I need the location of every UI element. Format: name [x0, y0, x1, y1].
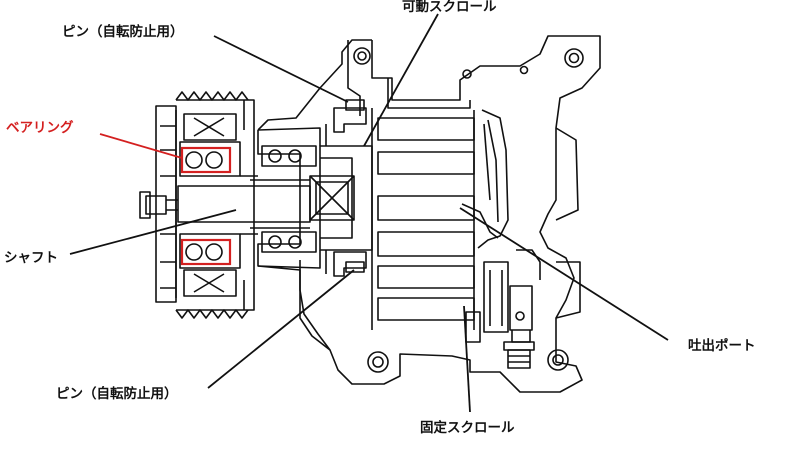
movable-scroll-base [309, 99, 373, 277]
leader-movable-scroll [363, 13, 439, 147]
bottom-right-bolt-hole [547, 349, 569, 371]
label-pin-bottom: ピン（自転防止用） [56, 386, 178, 402]
leader-pin-bottom [207, 269, 355, 389]
bottom-left-bolt-hole [367, 351, 389, 373]
pulley-grooves-bottom [175, 309, 249, 319]
label-fixed-scroll: 固定スクロール [420, 420, 515, 436]
upper-pin [345, 99, 365, 111]
label-discharge-port: 吐出ポート [688, 338, 756, 354]
bearing-highlight-bottom [180, 238, 232, 266]
scroll-wraps [371, 108, 509, 330]
drive-shaft [139, 179, 311, 229]
leader-pin-top [213, 35, 349, 103]
label-pin-top: ピン（自転防止用） [62, 24, 184, 40]
lower-pin [345, 261, 365, 273]
leader-fixed-scroll [463, 305, 471, 413]
front-housing [257, 127, 321, 290]
fixed-scroll-housing [299, 35, 601, 393]
leader-bearing [99, 133, 183, 159]
leader-discharge-port [459, 207, 669, 341]
lower-shell [299, 290, 331, 351]
label-shaft: シャフト [4, 250, 58, 266]
top-bolt-hole [353, 47, 371, 65]
bearing-highlight-top [180, 146, 232, 174]
label-movable-scroll: 可動スクロール [402, 0, 497, 15]
label-bearing: ベアリング [6, 120, 74, 136]
pulley-grooves-top [175, 91, 249, 101]
discharge-port-region [461, 203, 541, 369]
upper-right-bolt-hole [564, 48, 584, 68]
leader-shaft [69, 209, 237, 255]
pulley-clutch [155, 91, 258, 319]
